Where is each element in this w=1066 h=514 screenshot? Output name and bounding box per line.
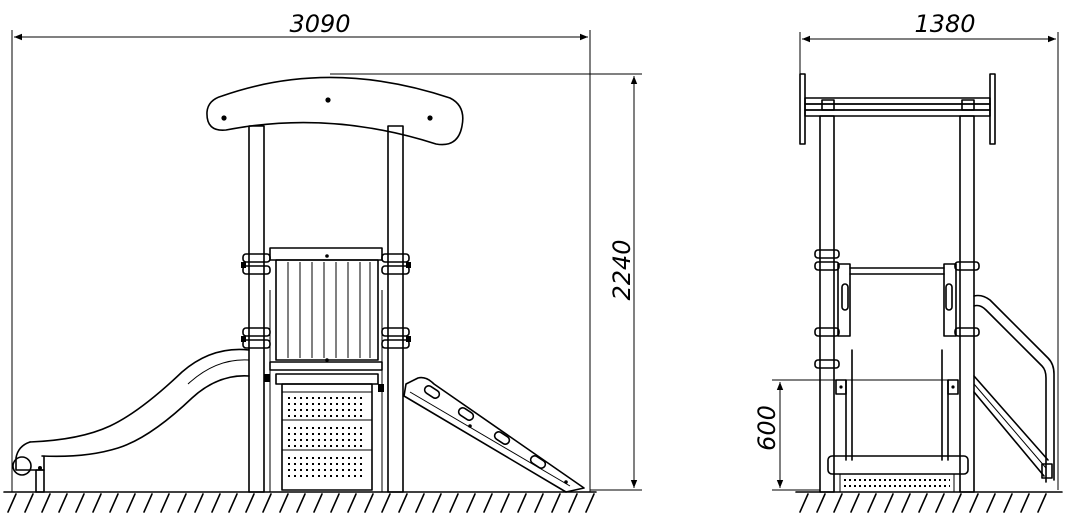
- railing-panel: [269, 247, 383, 362]
- platform: [269, 361, 383, 385]
- side-view: 1380 600: [753, 10, 1063, 513]
- front-view: 3090 2240: [3, 10, 642, 513]
- front-height-dimension: 2240: [330, 73, 642, 491]
- post-clamps: [241, 253, 411, 349]
- side-handrails: [835, 263, 959, 461]
- climbing-ramp: [403, 376, 585, 493]
- front-ground: [3, 491, 597, 513]
- slide: [12, 348, 250, 493]
- roof-panel: [206, 76, 464, 146]
- side-ramp: [973, 294, 1055, 483]
- side-width-label: 1380: [914, 10, 975, 38]
- side-posts: [819, 115, 975, 493]
- side-width-dimension: 1380: [799, 10, 1059, 490]
- front-posts: [248, 125, 404, 493]
- front-width-label: 3090: [289, 10, 350, 38]
- side-clamps: [814, 249, 980, 369]
- side-roof: [799, 73, 996, 145]
- side-ground: [795, 491, 1063, 513]
- front-width-dimension: 3090: [11, 10, 591, 492]
- side-height-dimension: 600: [753, 379, 956, 491]
- perforated-panel: [264, 374, 384, 491]
- front-height-label: 2240: [608, 239, 636, 300]
- side-height-label: 600: [753, 405, 781, 451]
- side-base: [827, 455, 969, 492]
